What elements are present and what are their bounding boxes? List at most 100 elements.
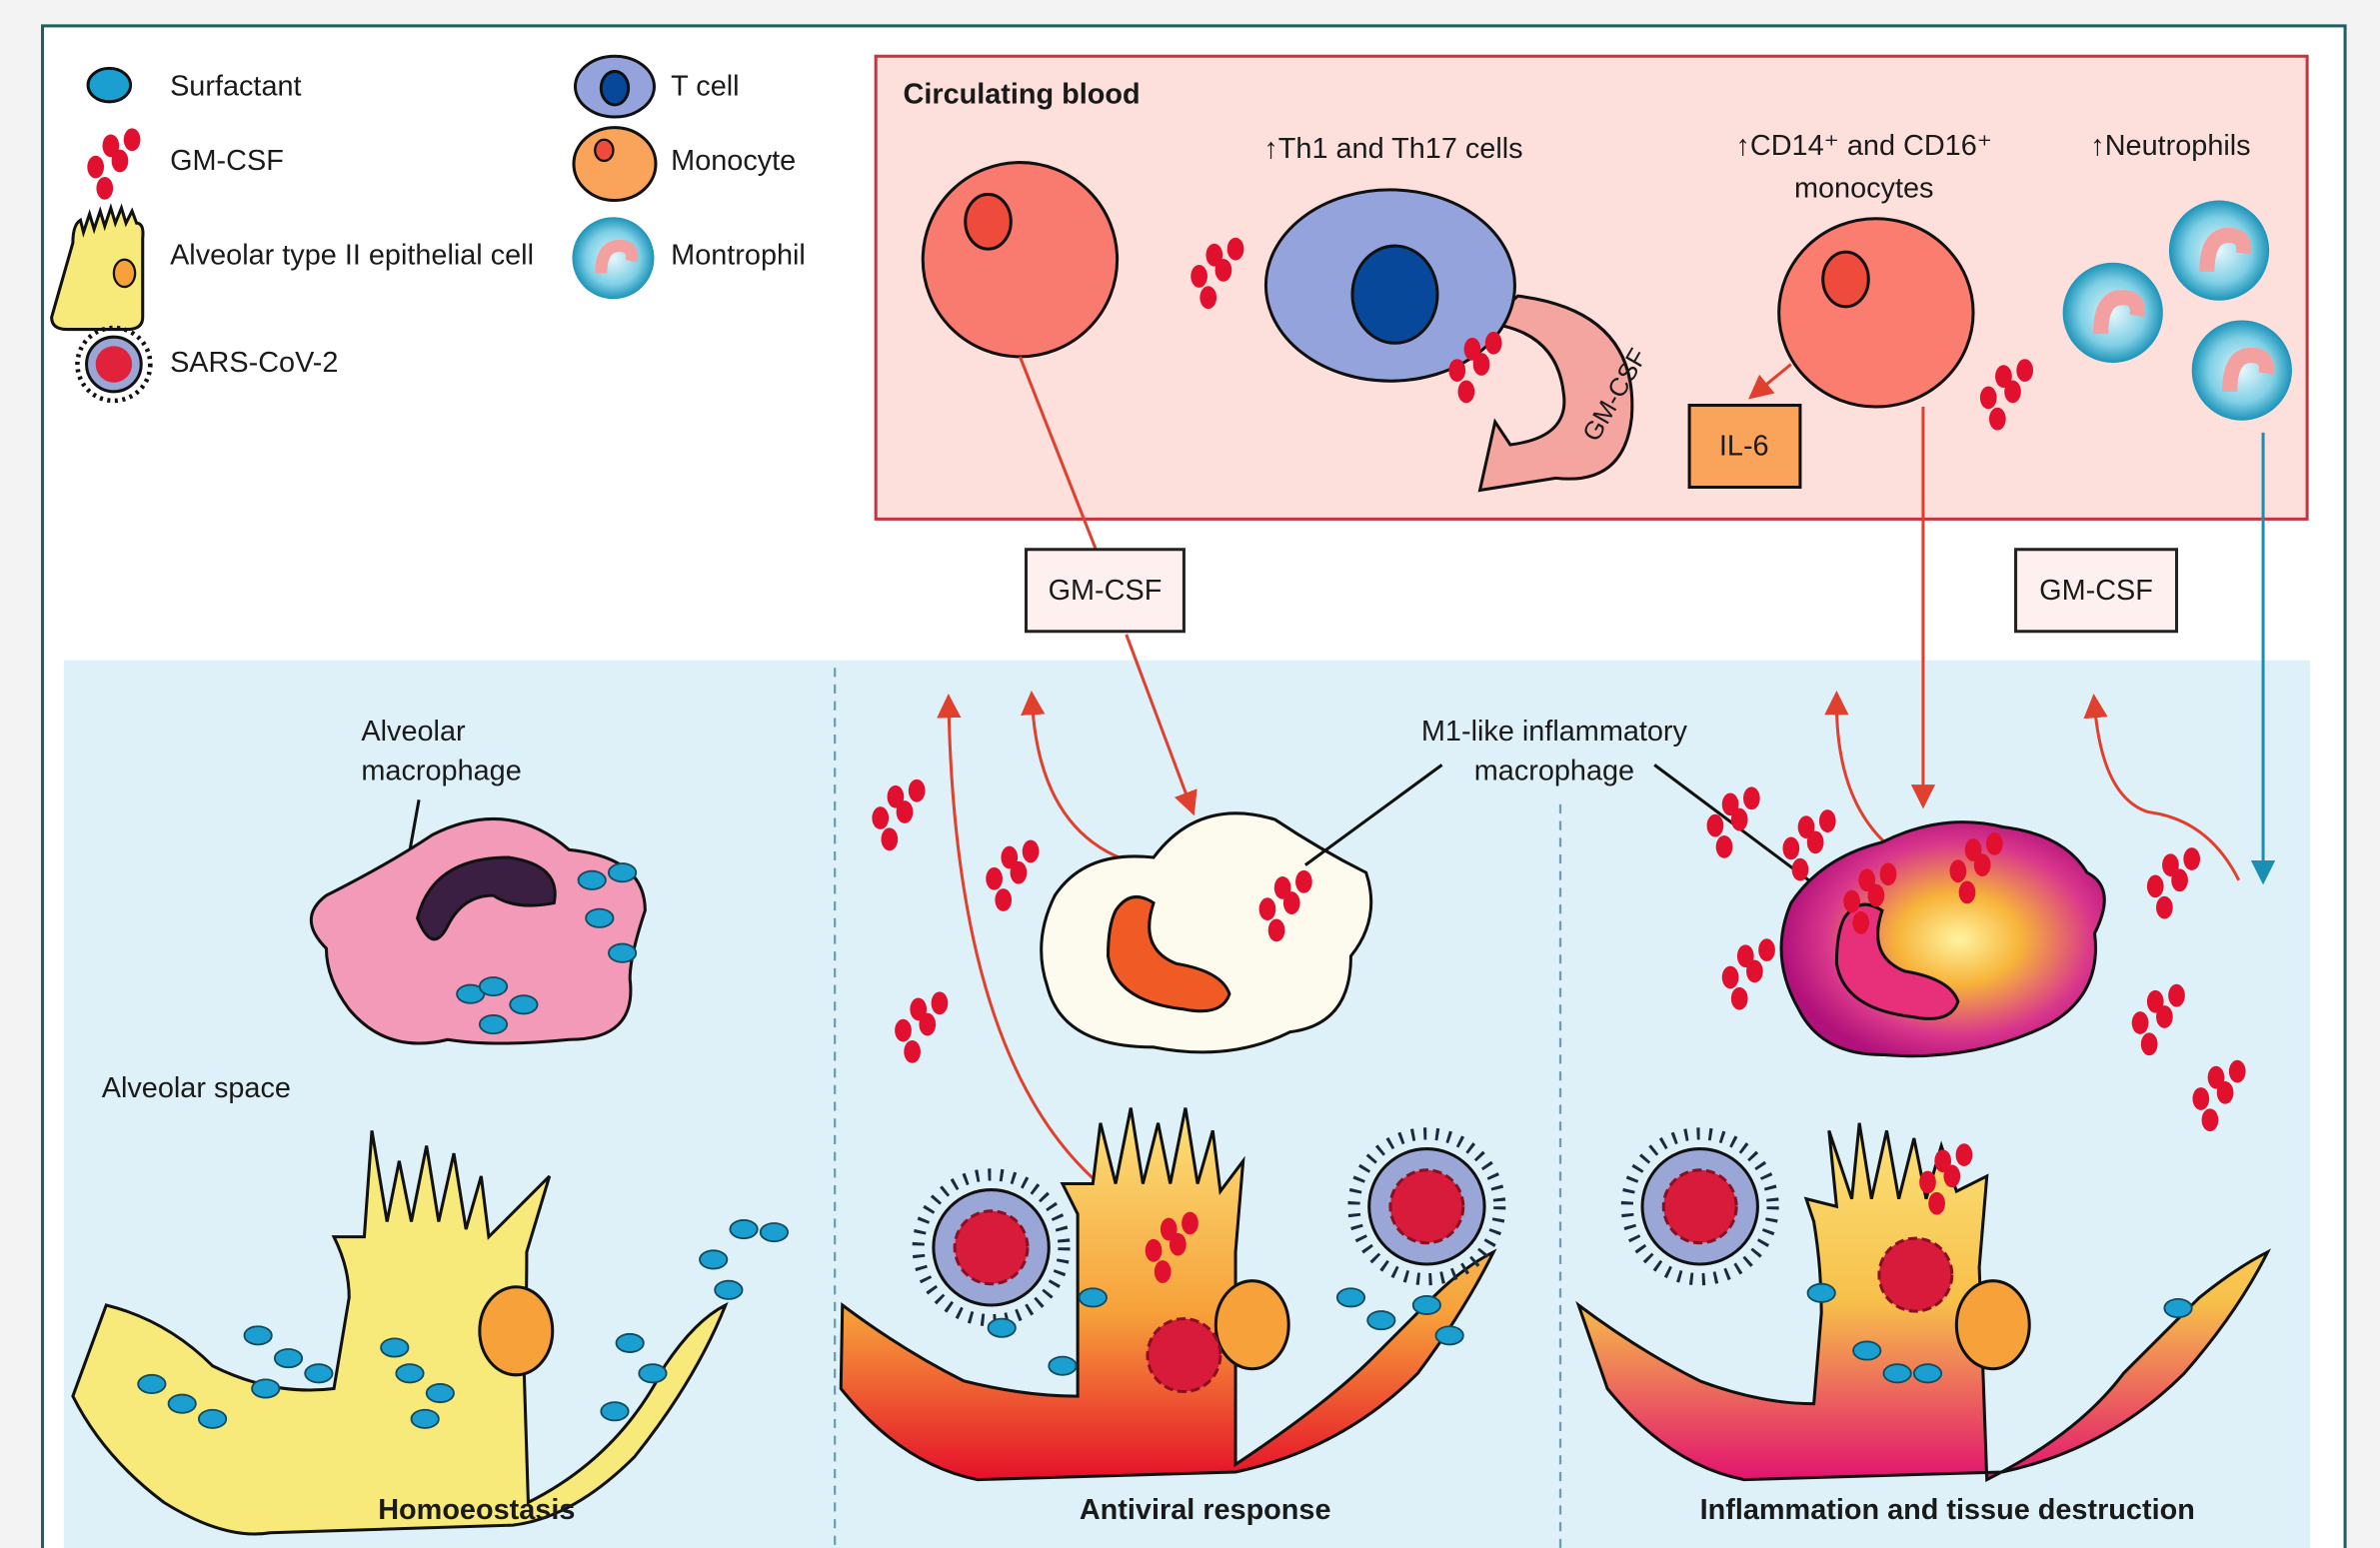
surfactant-particle	[1078, 1287, 1108, 1308]
gm-csf-dot	[1985, 831, 2003, 855]
cd-monocytes-label-2: monocytes	[1794, 172, 1933, 204]
gm-csf-dot	[2228, 1059, 2246, 1083]
gmcsf-to-macrophage-arrow	[1125, 634, 1197, 816]
surfactant-particle	[198, 1408, 228, 1429]
alveolar-macrophage	[309, 816, 647, 1045]
alveolar-macrophage-label-2: macrophage	[361, 756, 521, 787]
gm-csf-dot	[1943, 1164, 1961, 1188]
gm-csf-dot	[1949, 859, 1967, 883]
surfactant-particle	[410, 1408, 440, 1429]
gm-csf-dot	[1160, 1217, 1178, 1241]
at2-cell-antiviral	[839, 1107, 1497, 1482]
m1-macrophage-label-1: M1-like inflammatory	[1421, 716, 1688, 748]
gm-csf-dot	[1721, 792, 1739, 816]
circulating-blood-title: Circulating blood	[904, 78, 1141, 110]
gm-csf-dot	[872, 806, 890, 829]
surfactant-particle	[2163, 1297, 2193, 1319]
surfactant-particle	[987, 1317, 1017, 1338]
gm-csf-dot	[1988, 407, 2006, 431]
gm-csf-dot	[2183, 847, 2201, 870]
surfactant-particle	[608, 862, 638, 883]
gm-csf-dot	[1001, 845, 1019, 869]
gm-csf-dot	[1205, 243, 1223, 267]
surfactant-particle	[273, 1348, 304, 1369]
surfactant-particle	[1434, 1325, 1464, 1346]
gm-csf-dot	[2140, 1032, 2158, 1056]
gm-csf-dot	[1182, 1211, 1198, 1235]
th-cells-label: ↑Th1 and Th17 cells	[1263, 133, 1522, 165]
gm-csf-dot	[1758, 938, 1775, 962]
macrophage-nucleus	[1106, 895, 1231, 1013]
neutrophil-nucleus	[2199, 227, 2252, 273]
gm-csf-dot	[2171, 868, 2188, 892]
gm-csf-dot	[1145, 1238, 1163, 1262]
surfactant-particle	[1048, 1355, 1078, 1376]
panel-title-inflammation: Inflammation and tissue destruction	[1700, 1494, 2195, 1526]
at2-nucleus	[1213, 1279, 1290, 1371]
surfactant-particle	[1882, 1363, 1912, 1384]
neutrophil-nucleus	[2093, 290, 2146, 335]
gm-csf-dot	[931, 991, 949, 1015]
gm-csf-dot	[1742, 786, 1760, 810]
gm-csf-dot	[2146, 989, 2164, 1013]
cd14-cd16-monocyte	[1777, 217, 1975, 409]
surfactant-particle	[243, 1325, 273, 1346]
sars-cov-2-particle	[912, 1168, 1071, 1327]
gm-csf-dot	[1843, 889, 1860, 913]
surfactant-particle	[759, 1222, 790, 1243]
gm-csf-dot	[2168, 983, 2185, 1007]
surfactant-particle	[251, 1378, 281, 1399]
il6-box	[1687, 403, 1802, 490]
gm-csf-dot	[1964, 838, 1982, 861]
surfactant-particle	[577, 869, 607, 890]
gm-csf-dot	[123, 128, 141, 152]
gm-csf-dot	[1818, 809, 1836, 832]
gm-csf-dot	[1934, 1149, 1952, 1173]
gm-csf-dot	[1958, 880, 1976, 904]
surfactant-particle	[699, 1249, 729, 1270]
gm-csf-dot	[1022, 839, 1040, 863]
legend-t-cell: T cell	[671, 71, 739, 103]
virus-rna	[1877, 1236, 1954, 1313]
surfactant-particle	[1912, 1363, 1943, 1384]
at2-cell-homeostasis	[71, 1130, 729, 1536]
surfactant-particle	[395, 1363, 425, 1384]
gm-csf-dot	[2156, 895, 2173, 919]
gm-csf-dot	[1973, 853, 1991, 876]
surfactant-particle	[1852, 1340, 1882, 1361]
virus-rna	[1388, 1168, 1465, 1245]
gm-csf-dot	[1995, 365, 2012, 389]
gm-csf-dot	[1919, 1170, 1936, 1194]
t-cell	[1263, 188, 1516, 383]
gm-csf-dot	[1730, 807, 1748, 831]
gm-csf-dot	[1457, 380, 1475, 404]
neutrophil	[2168, 200, 2270, 301]
gm-csf-dot	[995, 888, 1013, 911]
at2-nucleus	[478, 1285, 555, 1377]
gm-csf-dot	[1170, 1232, 1187, 1256]
gm-csf-dot	[1858, 868, 1876, 892]
gm-csf-dot	[910, 997, 928, 1021]
gm-csf-dot	[2146, 874, 2164, 898]
gm-csf-dot	[1730, 986, 1748, 1010]
neutrophil-body	[2191, 320, 2292, 421]
surfactant-particle	[478, 976, 509, 997]
sars-cov-2-particle	[1877, 1236, 1954, 1313]
virus-spikes	[912, 1168, 1071, 1327]
gm-csf-dot	[986, 866, 1003, 890]
gm-csf-dot	[2004, 380, 2021, 404]
blood-to-gmcsf-line	[1019, 356, 1098, 551]
gm-csf-dot	[1706, 813, 1724, 837]
gm-csf-dot	[2156, 1005, 2173, 1028]
gm-csf-dot	[908, 778, 926, 802]
gm-csf-dot	[1979, 386, 1997, 410]
neutrophils-label: ↑Neutrophils	[2090, 130, 2250, 162]
gm-csf-dot	[1867, 883, 1885, 907]
neutrophil-body	[2062, 262, 2163, 363]
gm-csf-dot	[2192, 1087, 2210, 1110]
gm-csf-dot	[1258, 897, 1276, 921]
surfactant-particle	[1335, 1287, 1366, 1308]
gm-csf-dot	[1273, 875, 1291, 899]
legend-gm-csf: GM-CSF	[170, 145, 284, 177]
gm-csf-dot	[896, 800, 914, 823]
